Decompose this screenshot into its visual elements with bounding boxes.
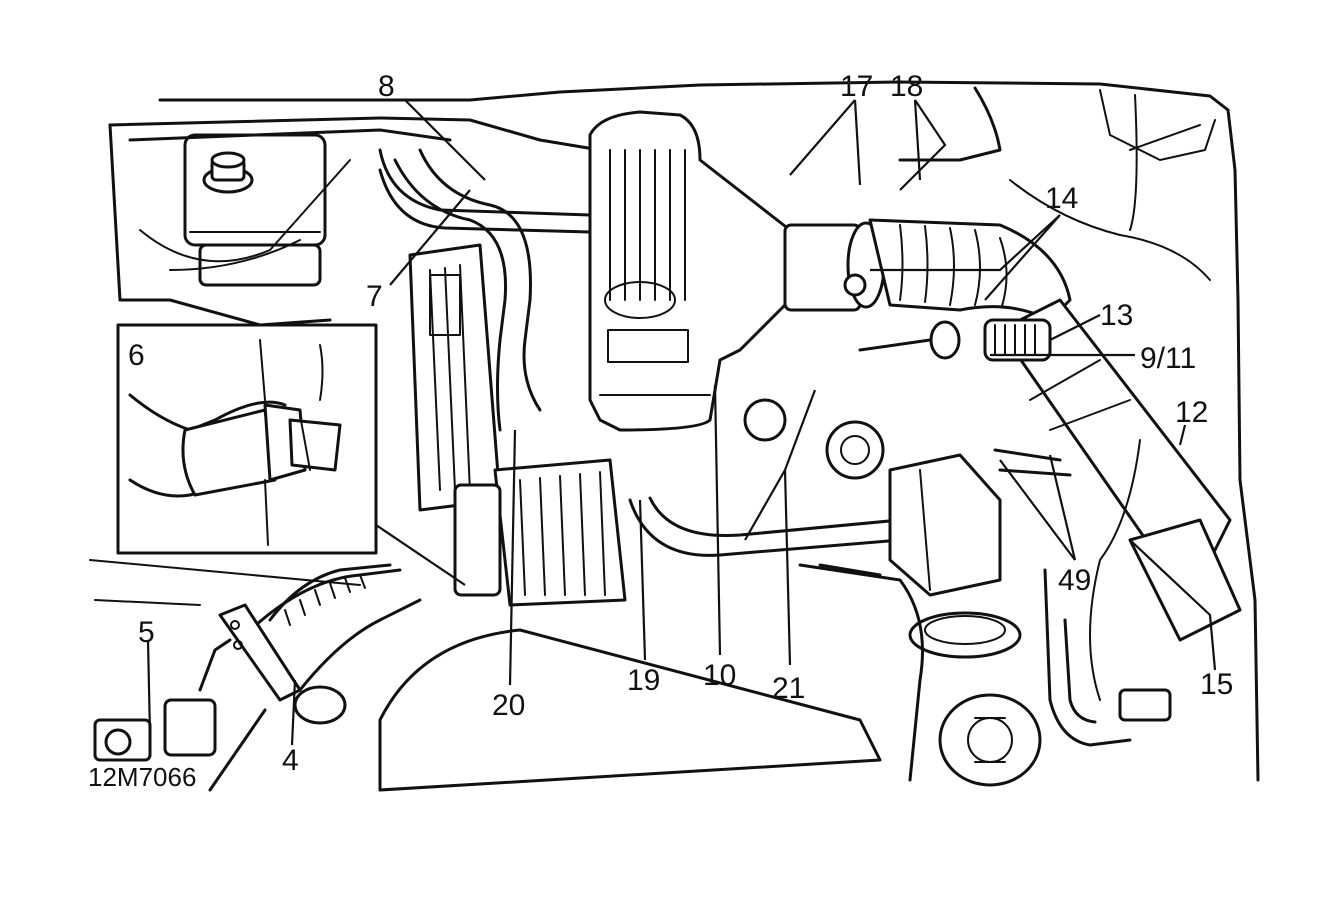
throttle-body (783, 221, 886, 312)
callout-19: 19 (627, 664, 660, 697)
bypass-hose (628, 496, 924, 782)
cable-loom (268, 563, 392, 626)
front-pulleys (908, 611, 1042, 787)
callout-12: 12 (1175, 396, 1208, 429)
leader-19 (638, 499, 647, 661)
leader-5 (146, 639, 152, 736)
callout-15: 15 (1200, 668, 1233, 701)
leader-20 (508, 429, 517, 686)
inset-detail-6 (116, 323, 378, 555)
callout-21: 21 (772, 672, 805, 705)
throttle-cable (898, 86, 1211, 701)
plenum-chamber (588, 110, 792, 432)
callout-9-11: 9/11 (1140, 342, 1196, 375)
leader-8 (404, 99, 486, 181)
inset-label: 6 (128, 339, 145, 372)
leader-7 (389, 189, 471, 286)
callout-20: 20 (492, 689, 525, 722)
callout-13: 13 (1100, 299, 1133, 332)
water-pump (743, 398, 885, 480)
alternator (453, 458, 627, 607)
callout-5: 5 (138, 616, 155, 649)
leader-14b (984, 214, 1061, 301)
leader-10 (713, 384, 722, 656)
fuel-pipes (1043, 568, 1172, 747)
air-flow-meter-duct (998, 298, 1242, 642)
leader-13 (1049, 314, 1101, 341)
leader-15 (1129, 539, 1217, 671)
leader-49b (1048, 454, 1077, 561)
leader-4 (290, 679, 297, 746)
radiator-cap (293, 685, 347, 725)
callout-labels: 8 17 18 14 13 9/11 12 7 49 15 5 4 20 19 … (128, 70, 1233, 777)
leader-17b (853, 99, 862, 186)
leader-18a (913, 99, 922, 181)
leader-12 (1178, 424, 1187, 446)
inset-pointer-line (375, 524, 466, 586)
leader-49a (999, 459, 1076, 561)
callout-14: 14 (1045, 182, 1078, 215)
callout-4: 4 (282, 744, 299, 777)
leader-21b (744, 469, 786, 541)
callout-18: 18 (890, 70, 923, 103)
left-cylinder-bank (408, 243, 502, 512)
brake-fluid-reservoir (183, 133, 327, 287)
distributor (888, 448, 1072, 597)
earth-strap-bracket (218, 603, 302, 702)
leader-14a (870, 214, 1061, 272)
leader-17a (789, 99, 856, 176)
coolant-hose (393, 148, 542, 432)
leader-18b (899, 99, 947, 191)
figure-reference-code: 12M7066 (88, 762, 196, 792)
callout-17: 17 (840, 70, 873, 103)
battery-terminal (93, 638, 267, 792)
engine-bay-outline (89, 80, 1260, 782)
brake-pipes (108, 116, 602, 271)
callout-49: 49 (1058, 564, 1091, 597)
callout-8: 8 (378, 70, 395, 103)
callout-7: 7 (366, 280, 383, 313)
leader-lines (146, 99, 1217, 746)
callout-10: 10 (703, 659, 736, 692)
